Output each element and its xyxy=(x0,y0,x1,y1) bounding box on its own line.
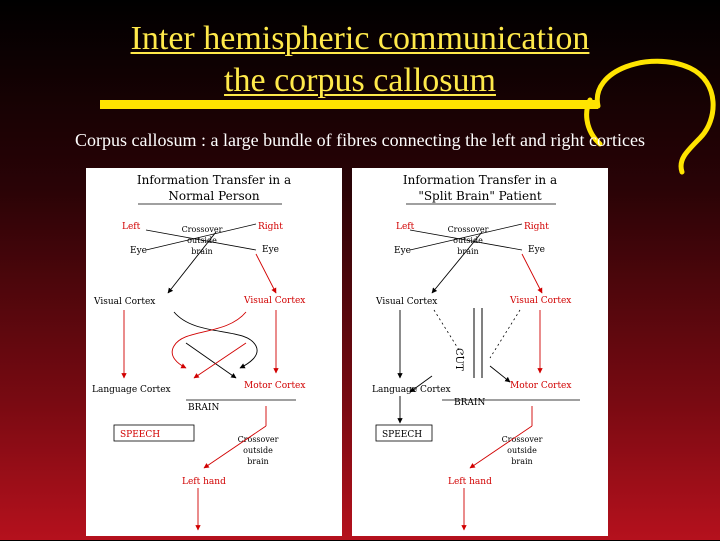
visual-cortex-left: Visual Cortex xyxy=(93,297,155,307)
crossover-top-3: brain xyxy=(457,247,478,256)
highlight-bar xyxy=(100,100,598,109)
crossover-top-3: brain xyxy=(191,247,212,256)
visual-cortex-right: Visual Cortex xyxy=(243,296,305,306)
callosum-arrow-4 xyxy=(193,342,247,379)
speech-box xyxy=(375,424,433,442)
split-brain-diagram: Information Transfer in a "Split Brain" … xyxy=(352,168,608,536)
cross-to-language-arrow xyxy=(409,375,433,393)
speech-label: SPEECH xyxy=(382,430,422,440)
crossover-bot-1: Crossover xyxy=(238,435,279,444)
right-eye-text: Eye xyxy=(262,245,279,255)
cross-to-motor-arrow xyxy=(489,365,511,383)
scribble-annotation xyxy=(584,58,716,175)
crossover-top-1: Crossover xyxy=(448,225,489,234)
crossover-bot-1: Crossover xyxy=(502,435,543,444)
motor-cortex: Motor Cortex xyxy=(510,381,571,391)
title-line-1: Inter hemispheric communication xyxy=(130,20,590,57)
right-eye-text: Eye xyxy=(528,245,545,255)
motor-cortex: Motor Cortex xyxy=(244,381,305,391)
crossover-bot-3: brain xyxy=(247,457,268,466)
speech-label: SPEECH xyxy=(120,430,160,440)
split-brain-svg: Information Transfer in a "Split Brain" … xyxy=(372,173,580,531)
optic-arrow-right xyxy=(521,253,543,294)
right-eye-label: Right xyxy=(524,222,549,232)
eye-cross-line-2 xyxy=(409,229,523,251)
slide-title: Inter hemispheric communication the corp… xyxy=(0,18,720,102)
visual-cortex-right: Visual Cortex xyxy=(509,296,571,306)
heading-line-1: Information Transfer in a xyxy=(137,173,291,187)
normal-person-diagram: Information Transfer in a Normal Person … xyxy=(86,168,342,536)
crossover-bot-3: brain xyxy=(511,457,532,466)
blocked-path-2 xyxy=(489,309,521,359)
left-eye-text: Eye xyxy=(130,246,147,256)
eye-cross-line-1 xyxy=(145,223,257,251)
left-hand-label: Left hand xyxy=(448,477,492,487)
brain-label: BRAIN xyxy=(454,398,485,408)
motor-cross-arrow xyxy=(469,425,533,469)
cut-label: CUT xyxy=(453,348,464,371)
callosum-arrow-2 xyxy=(171,311,247,369)
normal-person-svg: Information Transfer in a Normal Person … xyxy=(92,173,305,531)
right-eye-label: Right xyxy=(258,222,283,232)
left-hand-label: Left hand xyxy=(182,477,226,487)
optic-arrow-left xyxy=(431,231,483,294)
motor-cross-arrow xyxy=(203,425,267,469)
crossover-bot-2: outside xyxy=(507,446,537,455)
slide-subtitle: Corpus callosum : a large bundle of fibr… xyxy=(75,130,645,150)
crossover-top-1: Crossover xyxy=(182,225,223,234)
crossover-bot-2: outside xyxy=(243,446,273,455)
heading-line-2: "Split Brain" Patient xyxy=(418,189,542,203)
language-cortex: Language Cortex xyxy=(92,385,171,395)
heading-line-2: Normal Person xyxy=(168,189,259,203)
speech-box xyxy=(113,424,195,442)
visual-cortex-left: Visual Cortex xyxy=(375,297,437,307)
optic-arrow-right xyxy=(255,253,277,294)
callosum-arrow-3 xyxy=(185,342,237,379)
title-line-2: the corpus callosum xyxy=(224,62,496,99)
eye-cross-line-1 xyxy=(409,223,523,251)
left-eye-text: Eye xyxy=(394,246,411,256)
brain-label: BRAIN xyxy=(188,403,219,413)
language-cortex: Language Cortex xyxy=(372,385,451,395)
optic-arrow-left xyxy=(167,231,217,294)
left-eye-label: Left xyxy=(122,222,141,232)
eye-cross-line-2 xyxy=(145,229,257,251)
callosum-arrow-1 xyxy=(173,311,258,369)
heading-line-1: Information Transfer in a xyxy=(403,173,557,187)
left-eye-label: Left xyxy=(396,222,415,232)
